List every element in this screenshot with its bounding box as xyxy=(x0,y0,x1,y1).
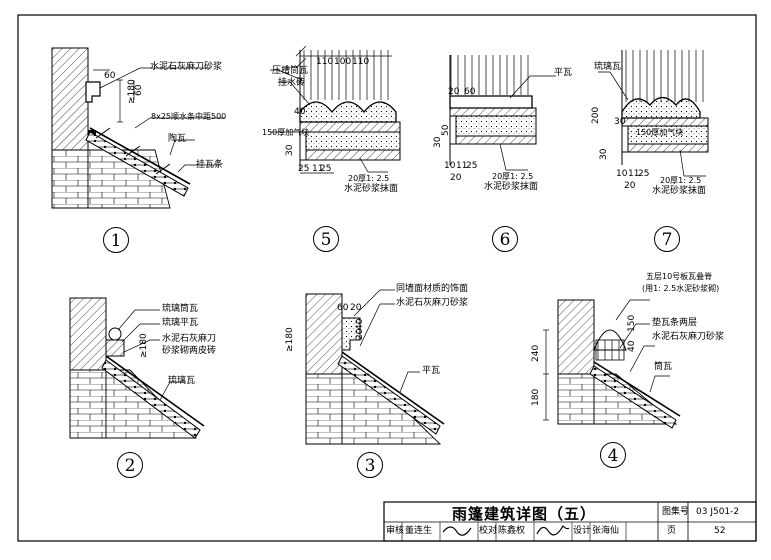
d7-label-glazed-tile: 琉璃瓦 xyxy=(594,62,622,72)
d7-dim-30: 30 xyxy=(614,117,626,127)
d3-label-flat-tile: 平瓦 xyxy=(422,366,441,376)
d4-dim-40: 40 xyxy=(627,340,637,352)
d4-label-layers: 垫瓦条两层 xyxy=(652,318,698,328)
d1-dim-60a: 60 xyxy=(104,71,116,81)
d7-label-block: 150厚加气块 xyxy=(636,128,684,137)
detail-3-drawing xyxy=(305,289,445,445)
d3-dim-20: 20 xyxy=(350,303,362,313)
d5-dim-30: 30 xyxy=(285,144,295,156)
detail-1-number: 1 xyxy=(103,227,129,253)
d7-dim-30b: 30 xyxy=(599,148,609,160)
d1-label-drip-strip: 8x25顺水条中距500 xyxy=(151,112,227,121)
reviewer-name: 董连生 xyxy=(405,526,433,536)
d7-dim-11: 11 xyxy=(628,169,640,179)
detail-5-number: 5 xyxy=(313,226,339,252)
d7-dim-25: 25 xyxy=(638,169,650,179)
detail-6-number: 6 xyxy=(492,226,518,252)
d3-label-mortar: 水泥石灰麻刀砂浆 xyxy=(396,298,469,308)
d5-label-block: 150厚加气块 xyxy=(262,128,310,137)
detail-3-number: 3 xyxy=(357,452,383,478)
detail-7-number: 7 xyxy=(654,226,680,252)
d1-label-tile: 陶瓦 xyxy=(168,134,187,144)
detail-2-drawing xyxy=(69,297,205,439)
checker-signature xyxy=(536,525,570,536)
d4-label-ridge-1: 五层10号板瓦叠脊 xyxy=(646,272,713,281)
d5-label-drip-brick: 挂水砖 xyxy=(278,78,306,88)
d7-dim-20: 20 xyxy=(624,181,636,191)
atlas-number: 03 J501-2 xyxy=(696,507,740,517)
d6-dim-20b: 20 xyxy=(450,173,462,183)
d2-label-glazed-tube: 琉璃筒瓦 xyxy=(162,304,199,314)
d5-dim-100: 100 xyxy=(334,57,352,67)
d7-label-mortar-1: 20厚1: 2.5 xyxy=(660,176,702,185)
reviewer-signature xyxy=(442,526,472,536)
d3-dim-180: ≥180 xyxy=(285,327,295,352)
d5-dim-25b: 25 xyxy=(320,164,332,174)
d6-label-mortar-2: 水泥砂浆抹面 xyxy=(484,182,539,192)
d7-dim-200: 200 xyxy=(591,106,601,124)
review-label: 审核 xyxy=(386,526,405,536)
page-number: 52 xyxy=(714,526,726,536)
d6-label-flat-tile: 平瓦 xyxy=(554,68,573,78)
detail-5-drawing xyxy=(270,45,401,174)
d6-dim-25: 25 xyxy=(466,161,478,171)
d1-dim-60b: 60 xyxy=(134,84,144,96)
drawing-title: 雨篷建筑详图（五） xyxy=(452,505,597,523)
detail-6-drawing xyxy=(449,55,556,171)
d2-label-glazed-tile: 琉璃瓦 xyxy=(168,376,196,386)
d5-dim-40: 40 xyxy=(294,107,306,117)
d3-label-finish: 同墙面材质的饰面 xyxy=(396,284,469,294)
d2-label-mortar-1: 水泥石灰麻刀 xyxy=(162,334,217,344)
d6-dim-11: 11 xyxy=(456,161,468,171)
page-label: 页 xyxy=(667,526,677,536)
d5-dim-25: 25 xyxy=(298,164,310,174)
detail-2-number: 2 xyxy=(117,452,143,478)
d4-label-tube-tile: 筒瓦 xyxy=(654,362,673,372)
d5-dim-11: 11 xyxy=(312,164,324,174)
d4-label-mortar: 水泥石灰麻刀砂浆 xyxy=(652,332,725,342)
detail-1-drawing xyxy=(51,47,225,209)
d7-label-mortar-2: 水泥砂浆抹面 xyxy=(652,186,707,196)
atlas-number-label: 图集号 xyxy=(662,507,690,517)
d2-label-glazed-flat: 琉璃平瓦 xyxy=(162,318,199,328)
d5-dim-110b: 110 xyxy=(352,57,370,67)
detail-7-drawing xyxy=(598,50,709,177)
d6-dim-10: 10 xyxy=(444,161,456,171)
d5-label-tube-tile: 压槽筒瓦 xyxy=(272,66,309,76)
detail-4-drawing xyxy=(543,299,681,429)
designer-name: 张海仙 xyxy=(592,526,620,536)
d1-label-mortar: 水泥石灰麻刀砂浆 xyxy=(150,62,223,72)
d4-dim-240: 240 xyxy=(531,344,541,362)
title-block-frame xyxy=(383,501,757,542)
d4-label-ridge-2: (用1: 2.5水泥砂浆砌) xyxy=(642,284,720,293)
detail-4-number: 4 xyxy=(600,442,626,468)
d5-label-mortar-1: 20厚1: 2.5 xyxy=(348,174,390,183)
d5-dim-110a: 110 xyxy=(316,57,334,67)
checker-name: 陈鑫权 xyxy=(498,526,526,536)
d1-label-batten: 挂瓦条 xyxy=(196,160,224,170)
d4-dim-180: 180 xyxy=(531,388,541,406)
design-label: 设计 xyxy=(573,526,592,536)
d7-dim-10: 10 xyxy=(616,169,628,179)
d2-label-mortar-2: 砂浆砌两皮砖 xyxy=(162,346,217,356)
d6-label-mortar-1: 20厚1: 2.5 xyxy=(492,172,534,181)
d3-dim-60: 60 xyxy=(337,303,349,313)
d6-dim-30: 30 xyxy=(433,136,443,148)
d2-dim-180: ≥180 xyxy=(139,333,149,358)
d6-dim-50: 50 xyxy=(441,124,451,136)
d4-dim-150: 150 xyxy=(627,314,637,332)
check-label: 校对 xyxy=(479,526,498,536)
d6-dim-20: 20 xyxy=(448,87,460,97)
d5-label-mortar-2: 水泥砂浆抹面 xyxy=(344,184,399,194)
d3-dim-20b: 20 xyxy=(355,328,365,340)
d6-dim-60: 60 xyxy=(464,87,476,97)
